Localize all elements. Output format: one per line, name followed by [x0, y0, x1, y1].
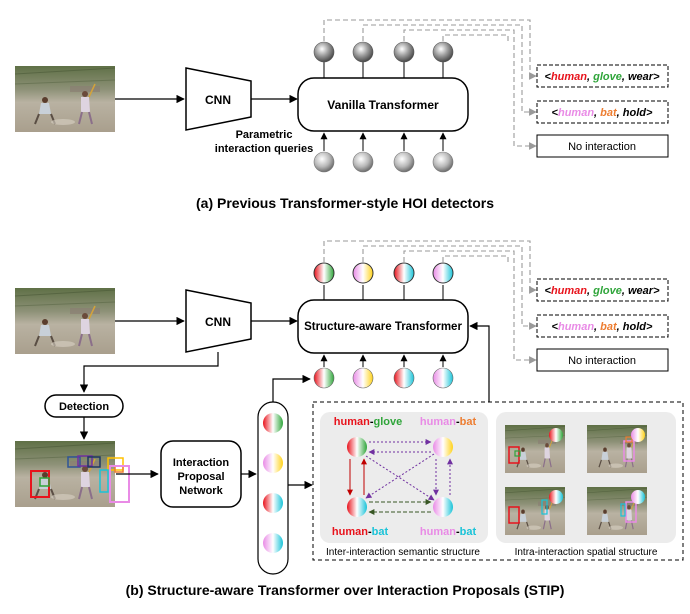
panel-a: CNN Vanilla Transformer Parametric	[14, 19, 669, 211]
query-sphere	[313, 151, 335, 173]
output-label-b-0: <human, glove, wear>	[536, 278, 669, 302]
semantic-tr-label: human-bat	[420, 416, 477, 428]
output-sphere	[432, 262, 454, 284]
vanilla-transformer-label: Vanilla Transformer	[327, 98, 439, 112]
structure-region	[312, 401, 684, 561]
caption-b: (b) Structure-aware Transformer over Int…	[126, 582, 565, 598]
semantic-tl-label: human-glove	[334, 416, 402, 428]
ipn-label-line1: Interaction	[173, 457, 230, 469]
proposal-column-sphere	[263, 533, 283, 553]
output-sphere	[432, 41, 454, 63]
panel-b: CNN Structure-aware Transformer	[14, 240, 684, 598]
input-photo-b	[14, 287, 116, 355]
svg-text:<human, glove, wear>: <human, glove, wear>	[545, 285, 661, 297]
proposal-column-sphere	[263, 413, 283, 433]
proposal-queries-b	[313, 354, 454, 389]
ipn-label-line2: Proposal	[177, 471, 224, 483]
spatial-thumb-3	[505, 487, 565, 535]
semantic-node-tr	[433, 437, 453, 457]
output-sphere	[313, 41, 335, 63]
spatial-structure-caption: Intra-interaction spatial structure	[515, 547, 658, 558]
parametric-queries-a	[313, 132, 454, 173]
output-label-b-2: No interaction	[536, 348, 669, 372]
svg-text:No interaction: No interaction	[568, 141, 636, 153]
proposal-column	[257, 401, 289, 575]
routing-lines-a	[323, 19, 537, 150]
parametric-queries-label-line2: interaction queries	[215, 143, 313, 155]
detection-photo	[14, 440, 130, 508]
output-sphere	[313, 262, 335, 284]
spatial-thumb-1	[505, 425, 565, 473]
proposal-sphere	[313, 367, 335, 389]
vanilla-transformer-block	[297, 77, 469, 132]
arrow-structures-to-transformer	[469, 321, 490, 402]
spatial-thumb-4	[587, 487, 647, 535]
output-sphere	[393, 262, 415, 284]
cnn-block-a	[185, 67, 252, 131]
semantic-node-br	[433, 497, 453, 517]
semantic-node-tl	[347, 437, 367, 457]
svg-text:No interaction: No interaction	[568, 355, 636, 367]
routing-lines-b	[323, 240, 537, 364]
output-label-a-2: No interaction	[536, 134, 669, 158]
arrow-cnn-to-detection	[79, 352, 219, 393]
semantic-structure-caption: Inter-interaction semantic structure	[326, 547, 480, 558]
svg-text:<human, bat, hold>: <human, bat, hold>	[552, 107, 653, 119]
spatial-structure	[496, 412, 676, 543]
proposal-column-sphere	[263, 453, 283, 473]
proposal-sphere	[393, 367, 415, 389]
detection-label: Detection	[59, 401, 109, 413]
parametric-queries-label-line1: Parametric	[236, 129, 293, 141]
output-queries-a	[313, 41, 454, 78]
output-sphere	[352, 262, 374, 284]
structure-aware-transformer-block	[297, 299, 469, 354]
proposal-column-sphere	[263, 493, 283, 513]
semantic-bl-label: human-bat	[332, 526, 389, 538]
structure-aware-transformer-label: Structure-aware Transformer	[304, 321, 462, 333]
semantic-br-label: human-bat	[420, 526, 477, 538]
output-label-b-1: <human, bat, hold>	[536, 314, 669, 338]
input-photo-a	[14, 65, 116, 133]
output-sphere	[352, 41, 374, 63]
proposal-sphere	[432, 367, 454, 389]
cnn-label-a: CNN	[205, 93, 231, 107]
proposal-sphere	[352, 367, 374, 389]
cnn-label-b: CNN	[205, 315, 231, 329]
arrow-column-to-queries	[272, 374, 311, 402]
semantic-node-bl	[347, 497, 367, 517]
output-queries-b	[313, 262, 454, 300]
svg-text:<human, glove, wear>: <human, glove, wear>	[545, 71, 661, 83]
query-sphere	[432, 151, 454, 173]
output-sphere	[393, 41, 415, 63]
caption-a: (a) Previous Transformer-style HOI detec…	[196, 195, 494, 211]
svg-text:<human, bat, hold>: <human, bat, hold>	[552, 321, 653, 333]
semantic-structure: human-glove human-bat human-bat h	[320, 412, 488, 543]
spatial-thumb-2	[587, 425, 647, 473]
cnn-block-b	[185, 289, 252, 353]
query-sphere	[393, 151, 415, 173]
output-label-a-0: <human, glove, wear>	[536, 64, 669, 88]
output-label-a-1: <human, bat, hold>	[536, 100, 669, 124]
ipn-label-line3: Network	[179, 485, 223, 497]
query-sphere	[352, 151, 374, 173]
